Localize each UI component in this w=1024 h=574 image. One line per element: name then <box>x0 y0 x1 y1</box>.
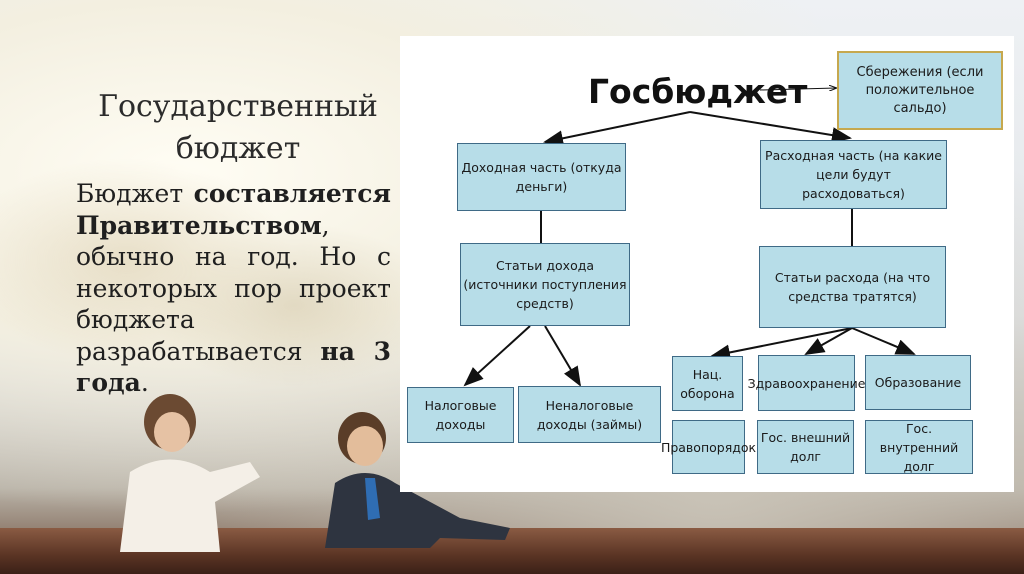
internal-debt-box: Гос. внутренний долг <box>865 420 973 474</box>
diagram-title: Госбюджет <box>588 72 807 111</box>
income-box: Доходная часть (откуда деньги) <box>457 143 626 211</box>
health-box: Здравоохранение <box>758 355 855 411</box>
tax-income-box: Налоговые доходы <box>407 387 514 443</box>
savings-box: Сбережения (если положительное сальдо) <box>837 51 1003 130</box>
expense-box: Расходная часть (на какие цели будут рас… <box>760 140 947 209</box>
education-box: Образование <box>865 355 971 410</box>
external-debt-box: Гос. внешний долг <box>757 420 854 474</box>
defense-box: Нац. оборона <box>672 356 743 411</box>
nontax-income-box: Неналоговые доходы (займы) <box>518 386 661 443</box>
expense-items-box: Статьи расхода (на что средства тратятся… <box>759 246 946 328</box>
law-box: Правопорядок <box>672 420 745 474</box>
income-items-box: Статьи дохода (источники поступления сре… <box>460 243 630 326</box>
